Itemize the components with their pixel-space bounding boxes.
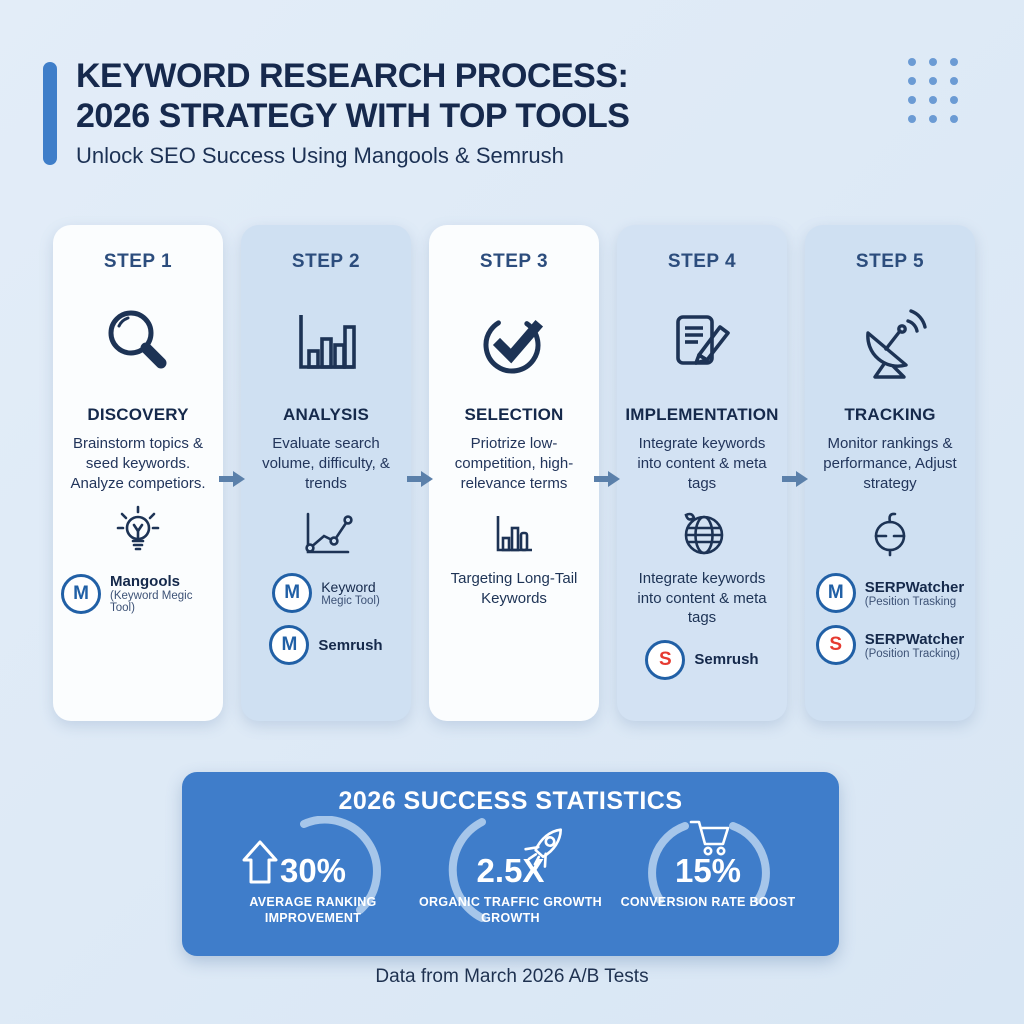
flow-arrow-icon (219, 471, 245, 487)
step-title: ANALYSIS (283, 405, 369, 424)
header: KEYWORD RESEARCH PROCESS: 2026 STRATEGY … (76, 56, 630, 169)
tool-logo-mangools: M Mangools (Keyword Megic Tool) (61, 573, 215, 614)
step-label: STEP 3 (479, 251, 549, 272)
tool-name: Semrush (694, 651, 759, 669)
step-extra-text: Integrate keywords into content & meta t… (637, 570, 767, 627)
steps-row: STEP 1 DISCOVERY Brainstorm topics & see… (53, 225, 975, 721)
step-description: Monitor rankings & performance, Adjust s… (823, 435, 957, 492)
step-description: Integrate keywords into content & meta t… (637, 435, 767, 492)
mangools-logo-icon: M (61, 573, 101, 614)
gauge-circle-icon (863, 505, 917, 561)
footer-note: Data from March 2026 A/B Tests (375, 966, 649, 987)
satellite-dish-icon (848, 295, 932, 391)
step-title: IMPLEMENTATION (625, 405, 779, 424)
page-subtitle: Unlock SEO Success Using Mangools & Semr… (76, 143, 564, 168)
bar-chart-icon (286, 295, 366, 391)
step-label: STEP 4 (667, 251, 737, 272)
step-title: TRACKING (844, 405, 936, 424)
mangools-logo-icon: M (272, 573, 313, 614)
step-card-analysis: STEP 2 ANALYSIS Evaluate search volume, … (241, 225, 411, 721)
success-statistics-panel: 2026 SUCCESS STATISTICS 30% AVERAGE RANK… (182, 772, 839, 956)
mini-bar-chart-icon (490, 505, 538, 561)
stat-label: CONVERSION RATE BOOST (620, 895, 796, 909)
semrush-logo-icon: M (269, 625, 310, 666)
semrush-logo-icon: S (645, 639, 686, 680)
tool-name: SERPWatcher (864, 578, 965, 596)
flow-arrow-icon (407, 471, 433, 487)
tool-logo-serpwatcher-s: S SERPWatcher (Position Tracking) (815, 625, 965, 666)
trend-line-icon (296, 505, 356, 561)
stat-label: AVERAGE RANKING IMPROVEMENT (249, 895, 377, 926)
stat-value: 30% (279, 852, 347, 889)
step-description: Priotrize low-competition, high-relevanc… (454, 435, 574, 492)
step-label: STEP 5 (855, 251, 925, 272)
mangools-logo-icon: M (815, 573, 856, 614)
tool-logo-serpwatcher-m: M SERPWatcher (Pesition Trasking (815, 573, 965, 614)
cart-icon (689, 820, 730, 856)
tool-name: SERPWatcher (864, 630, 965, 648)
rocket-icon (523, 828, 562, 868)
stat-value: 2.5X (476, 852, 545, 889)
decorative-dots-grid (908, 58, 958, 123)
tool-logo-keyword-magic: M Keyword Megic Tool) (272, 573, 380, 614)
tool-name: Semrush (318, 636, 383, 654)
tool-subtitle: (Keyword Megic Tool) (110, 590, 193, 615)
tool-name: Mangools (110, 573, 180, 591)
step-description: Brainstorm topics & seed keywords. Analy… (70, 435, 206, 492)
arrow-up-icon (242, 840, 278, 884)
stat-label: ORGANIC TRAFFIC GROWTH GROWTH (419, 895, 602, 926)
stats-title: 2026 SUCCESS STATISTICS (338, 787, 683, 815)
step-label: STEP 1 (103, 251, 173, 272)
globe-icon (674, 505, 730, 561)
magnifier-icon (98, 295, 178, 391)
page-title-line1: KEYWORD RESEARCH PROCESS: (76, 57, 629, 95)
flow-arrow-icon (782, 471, 808, 487)
check-circle-icon (474, 295, 554, 391)
step-card-tracking: STEP 5 TRACKING Monitor rankings & perfo… (805, 225, 975, 721)
step-title: DISCOVERY (87, 405, 189, 424)
header-accent-bar (43, 62, 57, 165)
step-description: Evaluate search volume, difficulty, & tr… (262, 435, 390, 492)
stats-row: 30% AVERAGE RANKING IMPROVEMENT 2.5X ORG… (182, 816, 839, 944)
step-card-selection: STEP 3 SELECTION Priotrize low-competiti… (429, 225, 599, 721)
step-label: STEP 2 (291, 251, 361, 272)
page-title: KEYWORD RESEARCH PROCESS: 2026 STRATEGY … (76, 56, 630, 136)
flow-arrow-icon (594, 471, 620, 487)
tool-subtitle: (Pesition Trasking (864, 595, 957, 608)
step-extra-text: Targeting Long-Tail Keywords (450, 570, 578, 607)
tool-subtitle: Megic Tool) (321, 595, 380, 608)
step-title: SELECTION (464, 405, 564, 424)
stat-value: 15% (674, 852, 742, 889)
lightbulb-icon (109, 505, 167, 561)
tool-logo-semrush: S Semrush (645, 639, 759, 680)
page-title-line2: 2026 STRATEGY WITH TOP TOOLS (76, 97, 630, 135)
stat-conversion-rate: 15% CONVERSION RATE BOOST (615, 816, 801, 944)
stat-average-ranking: 30% AVERAGE RANKING IMPROVEMENT (220, 816, 406, 944)
tool-logo-semrush: M Semrush (269, 625, 383, 666)
step-card-implementation: STEP 4 IMPLEMENTATION Integrate keywords… (617, 225, 787, 721)
step-card-discovery: STEP 1 DISCOVERY Brainstorm topics & see… (53, 225, 223, 721)
tool-subtitle: (Position Tracking) (864, 647, 960, 660)
stat-organic-traffic: 2.5X ORGANIC TRAFFIC GROWTH GROWTH (418, 816, 604, 944)
tool-name: Keyword (321, 579, 376, 596)
semrush-logo-icon: S (815, 625, 856, 666)
edit-document-icon (662, 295, 742, 391)
